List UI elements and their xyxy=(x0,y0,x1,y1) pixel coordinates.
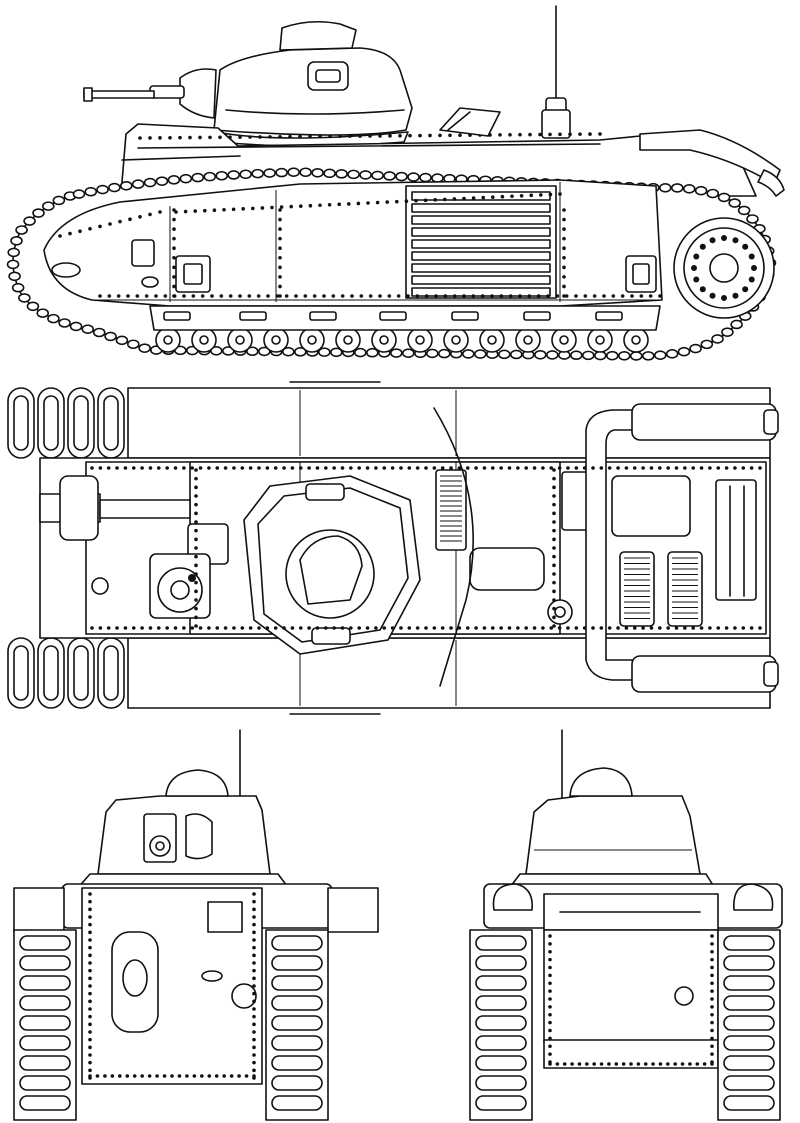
drive-sprocket xyxy=(673,217,775,319)
rear-view xyxy=(469,729,783,1121)
exhaust-top xyxy=(585,403,779,693)
front-tracks xyxy=(13,929,329,1121)
rivet-rows xyxy=(58,192,662,298)
top-view xyxy=(7,381,779,715)
exhaust-pipe xyxy=(639,129,785,197)
track-coils xyxy=(7,387,125,709)
side-view xyxy=(6,5,785,361)
turret xyxy=(213,20,413,147)
engine-grille xyxy=(405,185,557,299)
rivet-rows-top xyxy=(90,466,762,630)
front-view xyxy=(13,729,379,1121)
rivet-row-top xyxy=(138,132,602,140)
turret-gun xyxy=(83,68,217,119)
turret-top xyxy=(243,475,421,655)
road-wheels xyxy=(155,327,649,353)
track-assembly xyxy=(6,167,777,361)
rear-tracks xyxy=(469,929,781,1121)
hull-gun xyxy=(39,475,191,541)
